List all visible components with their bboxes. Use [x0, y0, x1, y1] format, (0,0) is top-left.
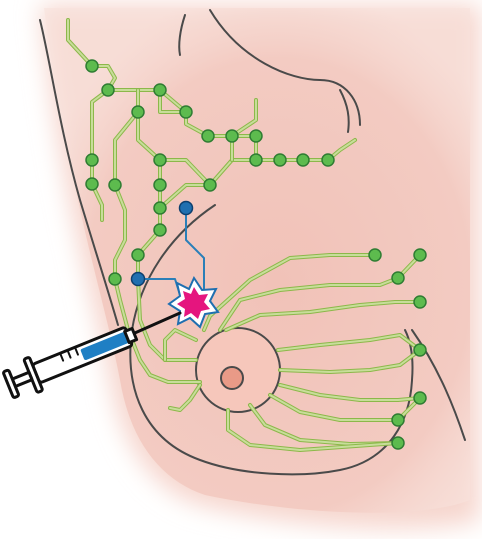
- nipple: [221, 367, 243, 389]
- lymph-node-icon: [132, 249, 144, 261]
- skin-area: [40, 5, 480, 528]
- sentinel-node-icon: [180, 202, 193, 215]
- lymph-node-icon: [202, 130, 214, 142]
- nipple-group: [196, 328, 280, 412]
- lymph-node-icon: [392, 437, 404, 449]
- lymph-node-icon: [109, 273, 121, 285]
- lymph-node-icon: [414, 392, 426, 404]
- lymph-node-icon: [154, 224, 166, 236]
- lymph-node-icon: [109, 179, 121, 191]
- sentinel-node-icon: [132, 273, 145, 286]
- lymph-node-icon: [414, 249, 426, 261]
- lymph-node-icon: [274, 154, 286, 166]
- lymph-node-icon: [132, 106, 144, 118]
- lymph-node-icon: [154, 179, 166, 191]
- lymph-node-icon: [102, 84, 114, 96]
- lymph-node-icon: [392, 414, 404, 426]
- lymph-node-icon: [392, 272, 404, 284]
- lymph-node-icon: [414, 344, 426, 356]
- lymph-node-icon: [86, 178, 98, 190]
- lymph-node-icon: [250, 154, 262, 166]
- lymph-node-icon: [86, 154, 98, 166]
- lymph-node-icon: [154, 202, 166, 214]
- lymph-node-icon: [226, 130, 238, 142]
- lymph-node-icon: [250, 130, 262, 142]
- lymph-node-icon: [86, 60, 98, 72]
- lymph-node-icon: [414, 296, 426, 308]
- lymph-node-icon: [180, 106, 192, 118]
- lymph-node-icon: [297, 154, 309, 166]
- lymph-node-icon: [322, 154, 334, 166]
- lymph-node-icon: [154, 154, 166, 166]
- lymph-node-icon: [154, 84, 166, 96]
- lymph-node-icon: [369, 249, 381, 261]
- lymph-node-icon: [204, 179, 216, 191]
